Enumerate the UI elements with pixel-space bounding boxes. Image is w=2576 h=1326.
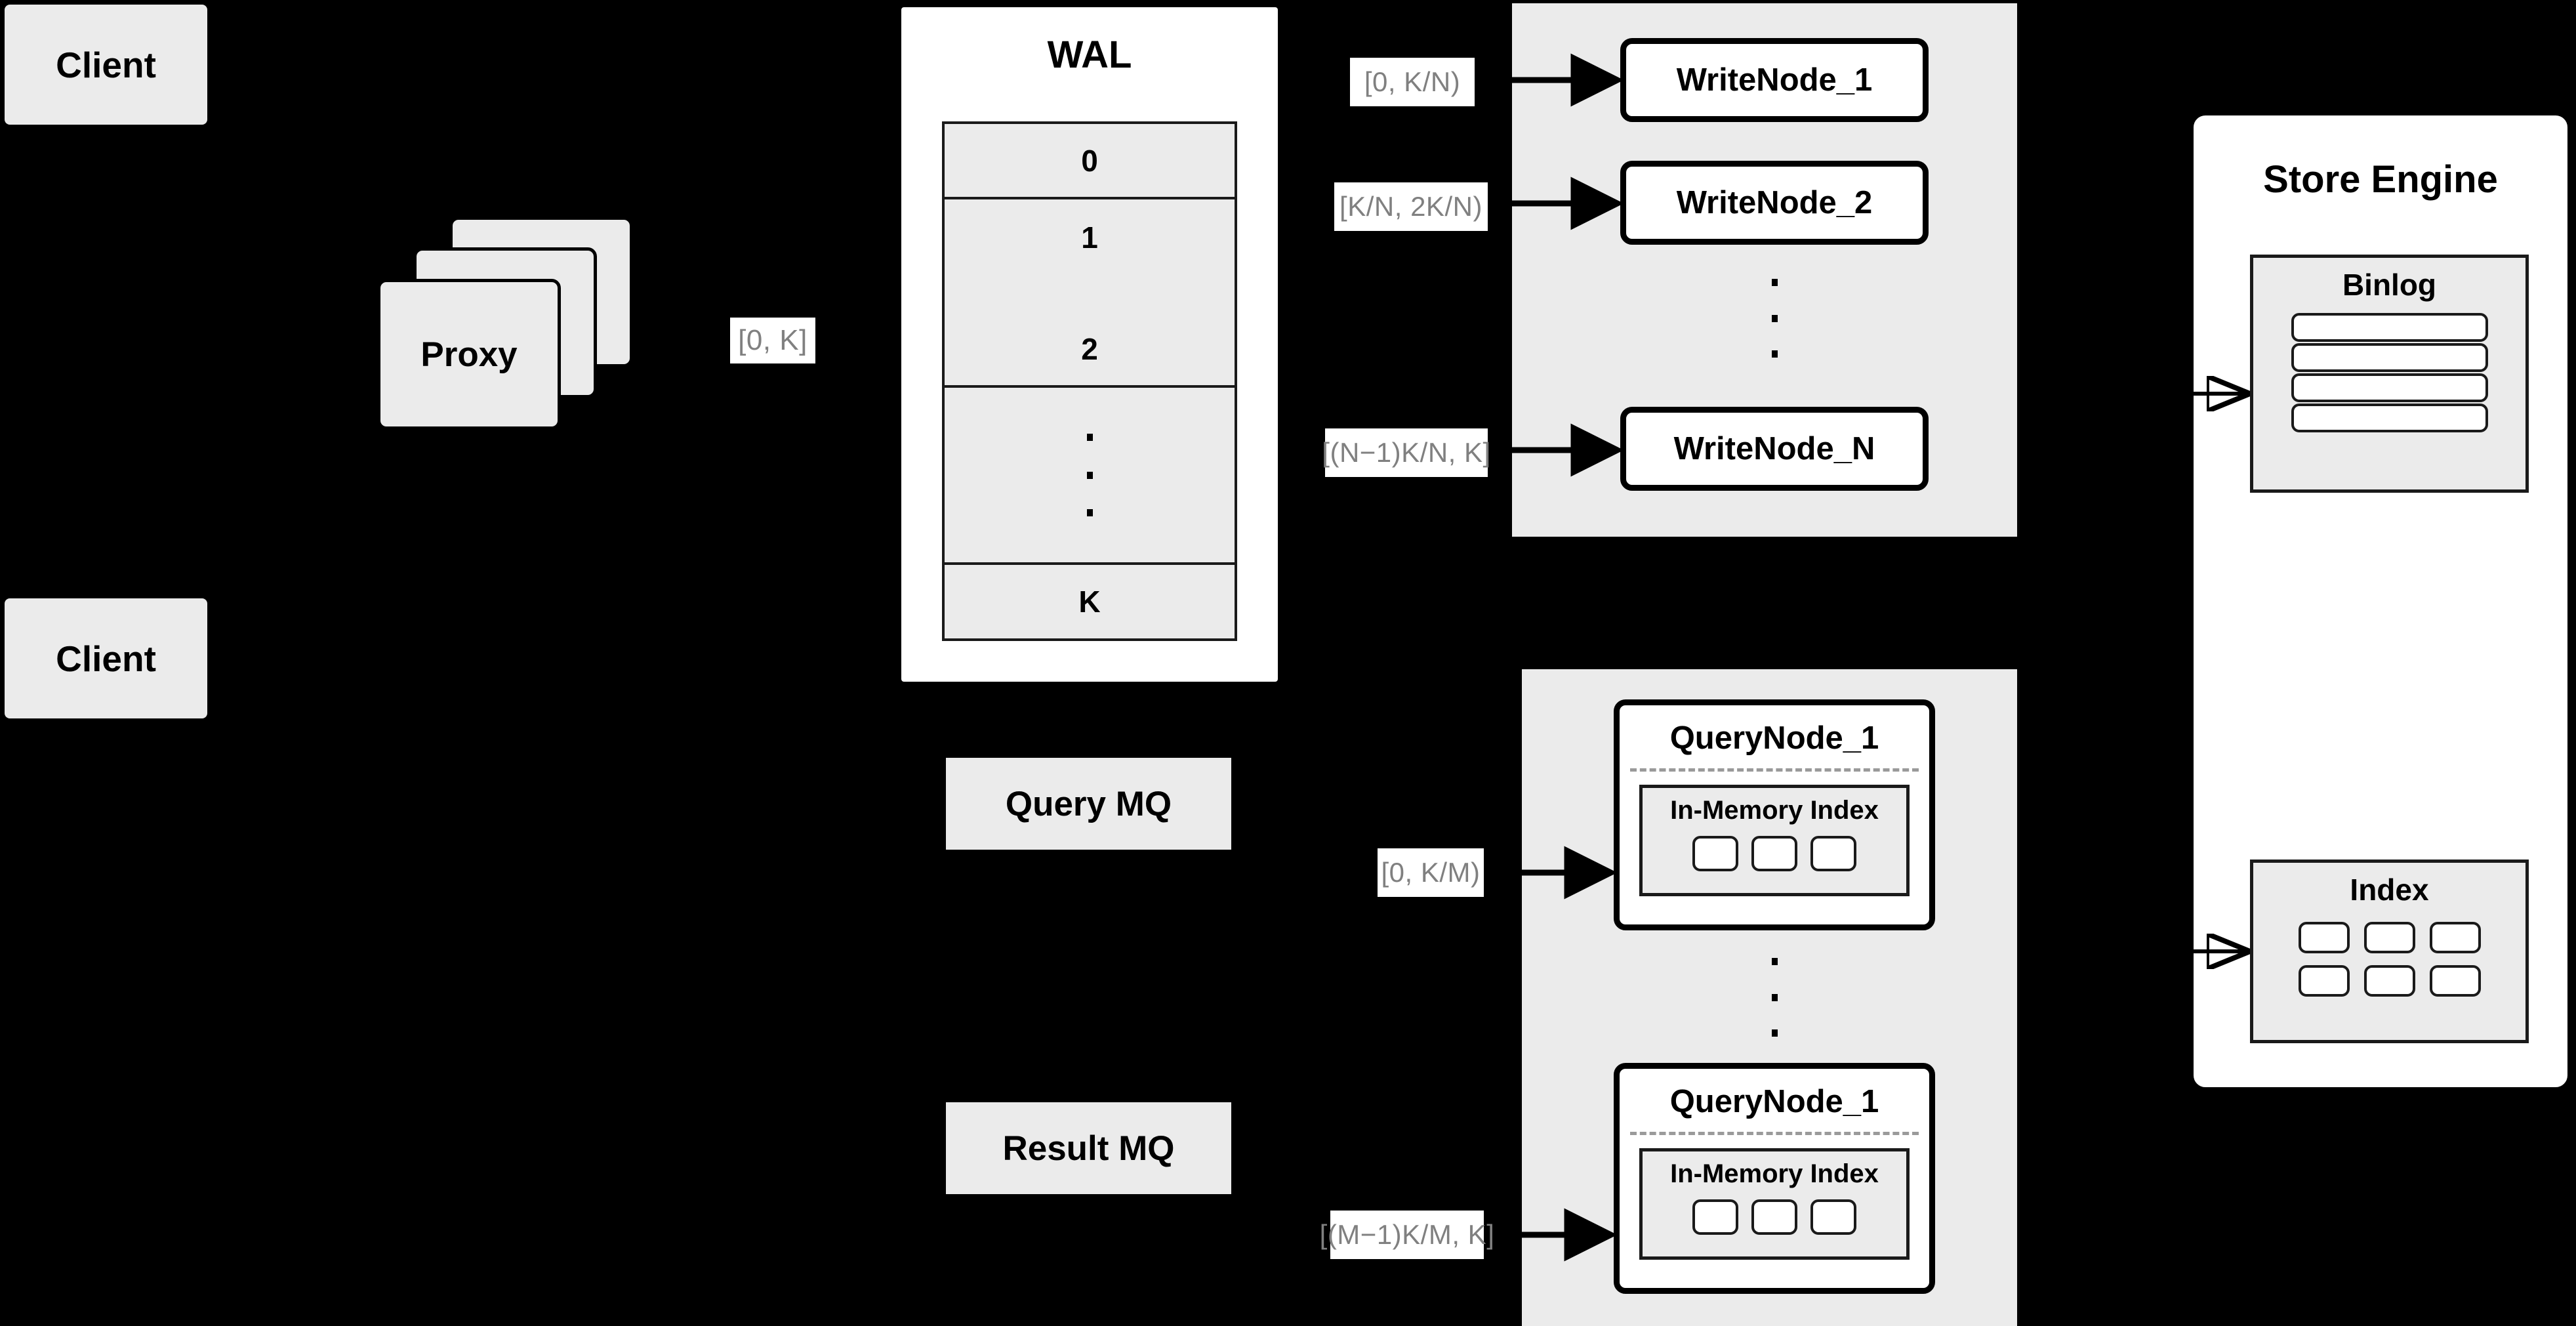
store-index-slot[interactable] xyxy=(2298,965,2350,997)
write-node-1-label: WriteNode_1 xyxy=(1676,62,1873,98)
wal-row[interactable]: 1 xyxy=(945,199,1235,275)
store-engine-title-text: Store Engine xyxy=(2263,158,2498,201)
ellipsis-dot xyxy=(1086,471,1093,479)
binlog-container: Binlog xyxy=(2250,255,2529,493)
query-node-2[interactable]: QueryNode_1 In-Memory Index xyxy=(1614,1063,1935,1294)
binlog-slot[interactable] xyxy=(2291,313,2488,342)
wal-row[interactable]: K xyxy=(945,565,1235,638)
result-mq-box[interactable]: Result MQ xyxy=(946,1102,1231,1194)
wal-row-ellipsis xyxy=(945,388,1235,565)
query-mq-box[interactable]: Query MQ xyxy=(946,758,1231,850)
query-node-ellipsis xyxy=(1768,958,1780,1037)
in-memory-index-2: In-Memory Index xyxy=(1639,1148,1910,1260)
query-node-1-title: QueryNode_1 xyxy=(1620,720,1929,756)
client-label-2: Client xyxy=(56,638,156,679)
write-range-text-n: [(N−1)K/N, K] xyxy=(1322,437,1491,468)
result-mq-label: Result MQ xyxy=(1002,1129,1175,1168)
store-index-slot[interactable] xyxy=(2298,922,2350,953)
index-slot[interactable] xyxy=(1751,836,1797,871)
ellipsis-dot xyxy=(1771,993,1778,1001)
index-slot[interactable] xyxy=(1810,1199,1856,1235)
wal-row-label: K xyxy=(1078,584,1101,619)
query-mq-label: Query MQ xyxy=(1005,784,1172,823)
proxy-range-label: [0, K] xyxy=(730,318,815,363)
client-box-2[interactable]: Client xyxy=(5,598,207,718)
client-box-1[interactable]: Client xyxy=(5,5,207,125)
index-container: Index xyxy=(2250,860,2529,1043)
proxy-stack[interactable]: Proxy xyxy=(377,217,666,433)
query-node-1-separator xyxy=(1630,768,1919,772)
write-node-ellipsis xyxy=(1768,279,1780,358)
store-index-slot[interactable] xyxy=(2429,922,2481,953)
binlog-title-text: Binlog xyxy=(2342,268,2437,302)
write-node-2[interactable]: WriteNode_2 xyxy=(1620,161,1929,245)
in-memory-index-2-label: In-Memory Index xyxy=(1670,1159,1879,1188)
write-node-n[interactable]: WriteNode_N xyxy=(1620,407,1929,491)
in-memory-index-1: In-Memory Index xyxy=(1639,785,1910,896)
in-memory-index-2-title: In-Memory Index xyxy=(1643,1159,1906,1189)
binlog-slot[interactable] xyxy=(2291,404,2488,432)
ellipsis-dot xyxy=(1771,279,1778,286)
query-range-label-2: [(M−1)K/M, K] xyxy=(1320,1211,1494,1259)
index-title: Index xyxy=(2253,872,2525,907)
write-range-text-2: [K/N, 2K/N) xyxy=(1339,191,1482,222)
index-title-text: Index xyxy=(2350,873,2429,907)
ellipsis-dot xyxy=(1771,958,1778,965)
query-node-1-label: QueryNode_1 xyxy=(1669,720,1879,756)
in-memory-index-1-label: In-Memory Index xyxy=(1670,796,1879,825)
write-range-label-n: [(N−1)K/N, K] xyxy=(1322,428,1491,477)
wal-row-label: 1 xyxy=(1081,220,1098,255)
binlog-slot[interactable] xyxy=(2291,343,2488,372)
wal-row[interactable]: 2 xyxy=(945,312,1235,388)
wal-table: 0 1 xyxy=(942,121,1237,315)
proxy-label: Proxy xyxy=(420,335,518,374)
wal-title-text: WAL xyxy=(1047,33,1132,76)
store-engine-title: Store Engine xyxy=(2190,157,2571,201)
write-range-text-1: [0, K/N) xyxy=(1364,66,1461,97)
wal-row[interactable]: 0 xyxy=(945,124,1235,199)
wal-row-label: 2 xyxy=(1081,331,1098,366)
ellipsis-dot xyxy=(1771,350,1778,358)
proxy-range-text: [0, K] xyxy=(738,324,808,356)
ellipsis-dot xyxy=(1086,434,1093,441)
ellipsis-dot xyxy=(1086,509,1093,516)
write-node-n-label: WriteNode_N xyxy=(1673,431,1875,466)
index-slot[interactable] xyxy=(1810,836,1856,871)
query-range-text-1: [0, K/M) xyxy=(1381,857,1481,888)
query-range-text-2: [(M−1)K/M, K] xyxy=(1319,1219,1495,1250)
proxy-box[interactable]: Proxy xyxy=(377,279,561,430)
store-index-slot[interactable] xyxy=(2429,965,2481,997)
query-node-2-title: QueryNode_1 xyxy=(1620,1083,1929,1120)
binlog-title: Binlog xyxy=(2253,267,2525,302)
query-node-1[interactable]: QueryNode_1 In-Memory Index xyxy=(1614,699,1935,930)
write-range-label-1: [0, K/N) xyxy=(1350,58,1475,106)
store-index-slot[interactable] xyxy=(2363,965,2415,997)
index-slot[interactable] xyxy=(1692,1199,1738,1235)
ellipsis-dot xyxy=(1771,1029,1778,1037)
index-slot[interactable] xyxy=(1751,1199,1797,1235)
write-node-2-label: WriteNode_2 xyxy=(1676,185,1873,220)
query-range-label-1: [0, K/M) xyxy=(1378,848,1484,897)
client-label-1: Client xyxy=(56,44,156,85)
write-node-1[interactable]: WriteNode_1 xyxy=(1620,38,1929,122)
store-index-slot[interactable] xyxy=(2363,922,2415,953)
write-range-label-2: [K/N, 2K/N) xyxy=(1334,182,1488,231)
query-node-2-label: QueryNode_1 xyxy=(1669,1084,1879,1119)
ellipsis-dot xyxy=(1771,314,1778,322)
wal-title: WAL xyxy=(897,33,1282,77)
in-memory-index-1-title: In-Memory Index xyxy=(1643,796,1906,825)
wal-row-label: 0 xyxy=(1081,143,1098,178)
binlog-slot[interactable] xyxy=(2291,373,2488,402)
wal-table-cont: 2 K xyxy=(942,312,1237,641)
query-node-2-separator xyxy=(1630,1132,1919,1135)
index-slot[interactable] xyxy=(1692,836,1738,871)
